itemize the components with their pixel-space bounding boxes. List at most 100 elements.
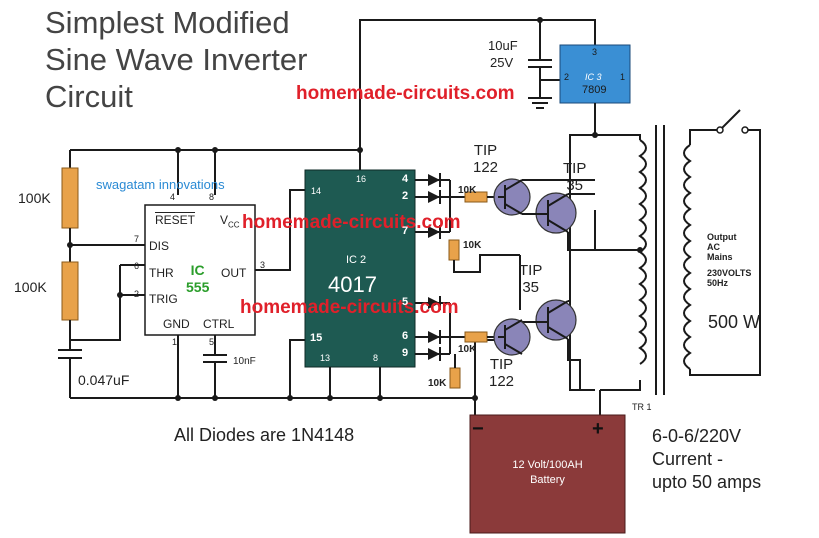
ctrl-capacitor <box>203 354 227 398</box>
ic555-label: IC 555 <box>186 262 209 296</box>
regulator-capacitor <box>528 45 560 81</box>
r-low-label: 10K <box>428 378 447 389</box>
ic555-pin-1: 1 <box>172 337 178 347</box>
ic7809-pin-1: 1 <box>620 72 626 82</box>
q4-label: TIP 122 <box>489 356 514 390</box>
ic7809-name: 7809 <box>582 84 607 96</box>
battery-text: 12 Volt/100AH Battery <box>470 458 625 488</box>
q3-line1: TIP <box>519 262 543 279</box>
pin-vcc-label: VCC <box>220 213 240 229</box>
ic3-7809-body <box>559 44 631 104</box>
transistor-q1 <box>493 178 531 216</box>
transformer-spec: 6-0-6/220V Current - upto 50 amps <box>652 425 761 494</box>
pin-vcc-sub: CC <box>228 220 240 230</box>
r2-label: 100K <box>14 279 47 295</box>
ic555-pin-6: 6 <box>134 261 140 271</box>
spec-line3: upto 50 amps <box>652 472 762 492</box>
ic555-pin-4: 4 <box>170 192 176 202</box>
ic7809-pin-2: 2 <box>564 72 570 82</box>
pin-gnd-label: GND <box>163 317 190 331</box>
spec-line2: Current - <box>652 449 724 469</box>
pin-out-label: OUT <box>221 266 247 280</box>
ic555-pin-8: 8 <box>209 192 215 202</box>
title-line-2: Sine Wave Inverter <box>45 42 308 77</box>
secondary-coil <box>683 109 761 376</box>
transistor-q3 <box>522 299 577 341</box>
pin-trig-label: TRIG <box>149 292 178 306</box>
ic7809-pin-3: 3 <box>592 47 598 57</box>
diagram-title: Simplest Modified Sine Wave Inverter Cir… <box>45 4 307 115</box>
battery-pos: + <box>592 418 604 440</box>
tr-label: TR 1 <box>632 402 652 412</box>
q4-line2: 122 <box>489 373 515 390</box>
battery-line1: 12 Volt/100AH <box>512 459 583 471</box>
c-reg-voltage: 25V <box>490 55 514 70</box>
battery-neg: − <box>472 418 484 440</box>
battery-line2: Battery <box>530 474 565 486</box>
watermark-author: swagatam innovations <box>96 177 225 192</box>
title-line-3: Circuit <box>45 79 133 114</box>
c-timing-label: 0.047uF <box>78 372 130 388</box>
lower-diodes <box>415 296 465 361</box>
transistor-q2 <box>522 192 577 234</box>
watermark-site-3: homemade-circuits.com <box>240 297 459 318</box>
ic4017-pin-6: 6 <box>402 330 409 342</box>
q2-line1: TIP <box>563 160 587 177</box>
pin-reset-label: RESET <box>155 213 196 227</box>
transistor-q4 <box>493 318 531 356</box>
r-base-top-label: 10K <box>458 185 477 196</box>
ic4017-name: 4017 <box>328 272 377 297</box>
resistor-low <box>449 367 461 389</box>
r1-label: 100K <box>18 190 51 206</box>
q2-label: TIP 35 <box>563 160 586 194</box>
pin-dis-label: DIS <box>149 239 170 253</box>
output-line1: Output <box>707 232 737 242</box>
diode-note: All Diodes are 1N4148 <box>174 425 355 445</box>
ic4017-label: IC 2 <box>346 254 367 266</box>
ic4017-pin-5: 5 <box>402 296 409 308</box>
battery-body <box>469 414 626 534</box>
output-line5: 50Hz <box>707 278 729 288</box>
ic4017-pin-4: 4 <box>402 173 409 185</box>
ic555-pin-7: 7 <box>134 234 140 244</box>
ic4017-pin-14: 14 <box>311 186 322 196</box>
r-mid-label: 10K <box>463 240 482 251</box>
q1-label: TIP 122 <box>473 142 498 176</box>
output-line2: AC <box>707 242 720 252</box>
ic4017-pin-9: 9 <box>402 347 409 359</box>
timing-capacitor <box>58 349 82 398</box>
resistor-base-bottom <box>464 331 488 343</box>
r-base-bottom-label: 10K <box>458 344 477 355</box>
upper-diodes <box>415 173 465 239</box>
power-label: 500 W <box>708 312 761 332</box>
q1-line2: 122 <box>473 159 499 176</box>
c-reg-value: 10uF <box>488 38 518 53</box>
resistor-r2 <box>61 261 79 321</box>
pin-ctrl-label: CTRL <box>203 317 235 331</box>
q3-line2: 35 <box>522 279 540 296</box>
ic4017-pin-16: 16 <box>356 174 367 184</box>
watermark-site-1: homemade-circuits.com <box>296 83 515 104</box>
c-ctrl-label: 10nF <box>233 356 256 367</box>
ic7809-label: IC 3 <box>585 72 602 82</box>
q1-line1: TIP <box>473 142 498 159</box>
ic555-line1: IC <box>190 262 205 278</box>
q4-line1: TIP <box>489 356 514 373</box>
ic555-pin-3: 3 <box>260 260 266 270</box>
title-line-1: Simplest Modified <box>45 5 290 40</box>
resistor-mid <box>448 239 460 261</box>
ground-symbol <box>528 67 552 109</box>
ic555-pin-5: 5 <box>209 337 215 347</box>
q2-line2: 35 <box>566 177 584 194</box>
ic555-line2: 555 <box>186 279 210 295</box>
ic555-pin-2: 2 <box>134 289 140 299</box>
ic4017-body <box>304 169 416 368</box>
pin-thr-label: THR <box>149 266 174 280</box>
output-line3: Mains <box>707 252 733 262</box>
output-label: Output AC Mains 230VOLTS 50Hz <box>707 232 751 288</box>
output-line4: 230VOLTS <box>707 268 752 278</box>
resistor-r1 <box>61 167 79 229</box>
primary-coil <box>638 139 647 365</box>
ic4017-pin-15: 15 <box>310 332 323 344</box>
